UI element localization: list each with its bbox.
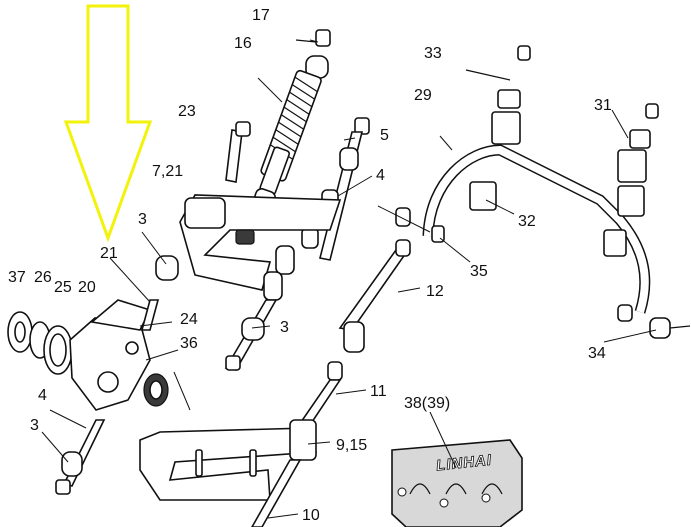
callout-37: 37 xyxy=(8,269,26,286)
plate-logo: LINHAI xyxy=(435,452,492,475)
callout-16: 16 xyxy=(234,35,252,52)
callout-10: 10 xyxy=(302,507,320,524)
bolt-5-assembly xyxy=(301,117,370,261)
callout-20: 20 xyxy=(78,279,96,296)
callout-4-upper: 4 xyxy=(376,167,385,184)
clamp-33 xyxy=(465,45,531,145)
shaft-10 xyxy=(251,459,302,527)
callout-11: 11 xyxy=(370,383,387,400)
callout-36: 36 xyxy=(180,335,198,352)
bolt-3-lower xyxy=(55,419,106,495)
callout-38-39: 38(39) xyxy=(404,395,450,412)
highlight-arrow xyxy=(63,4,153,243)
callout-17: 17 xyxy=(252,7,270,24)
callout-21: 21 xyxy=(100,245,118,262)
leader-lines xyxy=(41,39,657,519)
bolt-3-middle xyxy=(224,299,278,371)
callout-33: 33 xyxy=(424,45,442,62)
callout-23: 23 xyxy=(178,103,196,120)
callout-3-lower: 3 xyxy=(30,417,39,434)
callout-31: 31 xyxy=(594,97,612,114)
callout-7-21: 7,21 xyxy=(152,163,183,180)
callout-3-middle: 3 xyxy=(280,319,289,336)
link-34 xyxy=(617,304,691,339)
bolt-23 xyxy=(225,121,251,183)
stabilizer-bar xyxy=(422,144,651,314)
tie-rod-12 xyxy=(327,239,411,381)
callout-29: 29 xyxy=(414,87,432,104)
lower-a-arm xyxy=(139,419,318,501)
callout-26: 26 xyxy=(34,269,52,286)
callout-3-upper: 3 xyxy=(138,211,147,228)
callout-12: 12 xyxy=(426,283,444,300)
callout-labels: 17 16 23 5 7,21 4 3 21 37 26 25 20 24 36… xyxy=(8,7,612,524)
callout-4-lower: 4 xyxy=(38,387,47,404)
clamp-31 xyxy=(617,103,659,217)
link-35 xyxy=(377,205,445,243)
callout-24: 24 xyxy=(180,311,198,328)
callout-9-15: 9,15 xyxy=(336,437,367,454)
callout-32: 32 xyxy=(518,213,536,230)
callout-25: 25 xyxy=(54,279,72,296)
steering-knuckle xyxy=(7,255,179,411)
upper-a-arm xyxy=(179,194,342,301)
callout-5: 5 xyxy=(380,127,389,144)
callout-35: 35 xyxy=(470,263,488,280)
shock-absorber xyxy=(254,29,331,207)
callout-34: 34 xyxy=(588,345,606,362)
skid-plate xyxy=(391,439,523,527)
